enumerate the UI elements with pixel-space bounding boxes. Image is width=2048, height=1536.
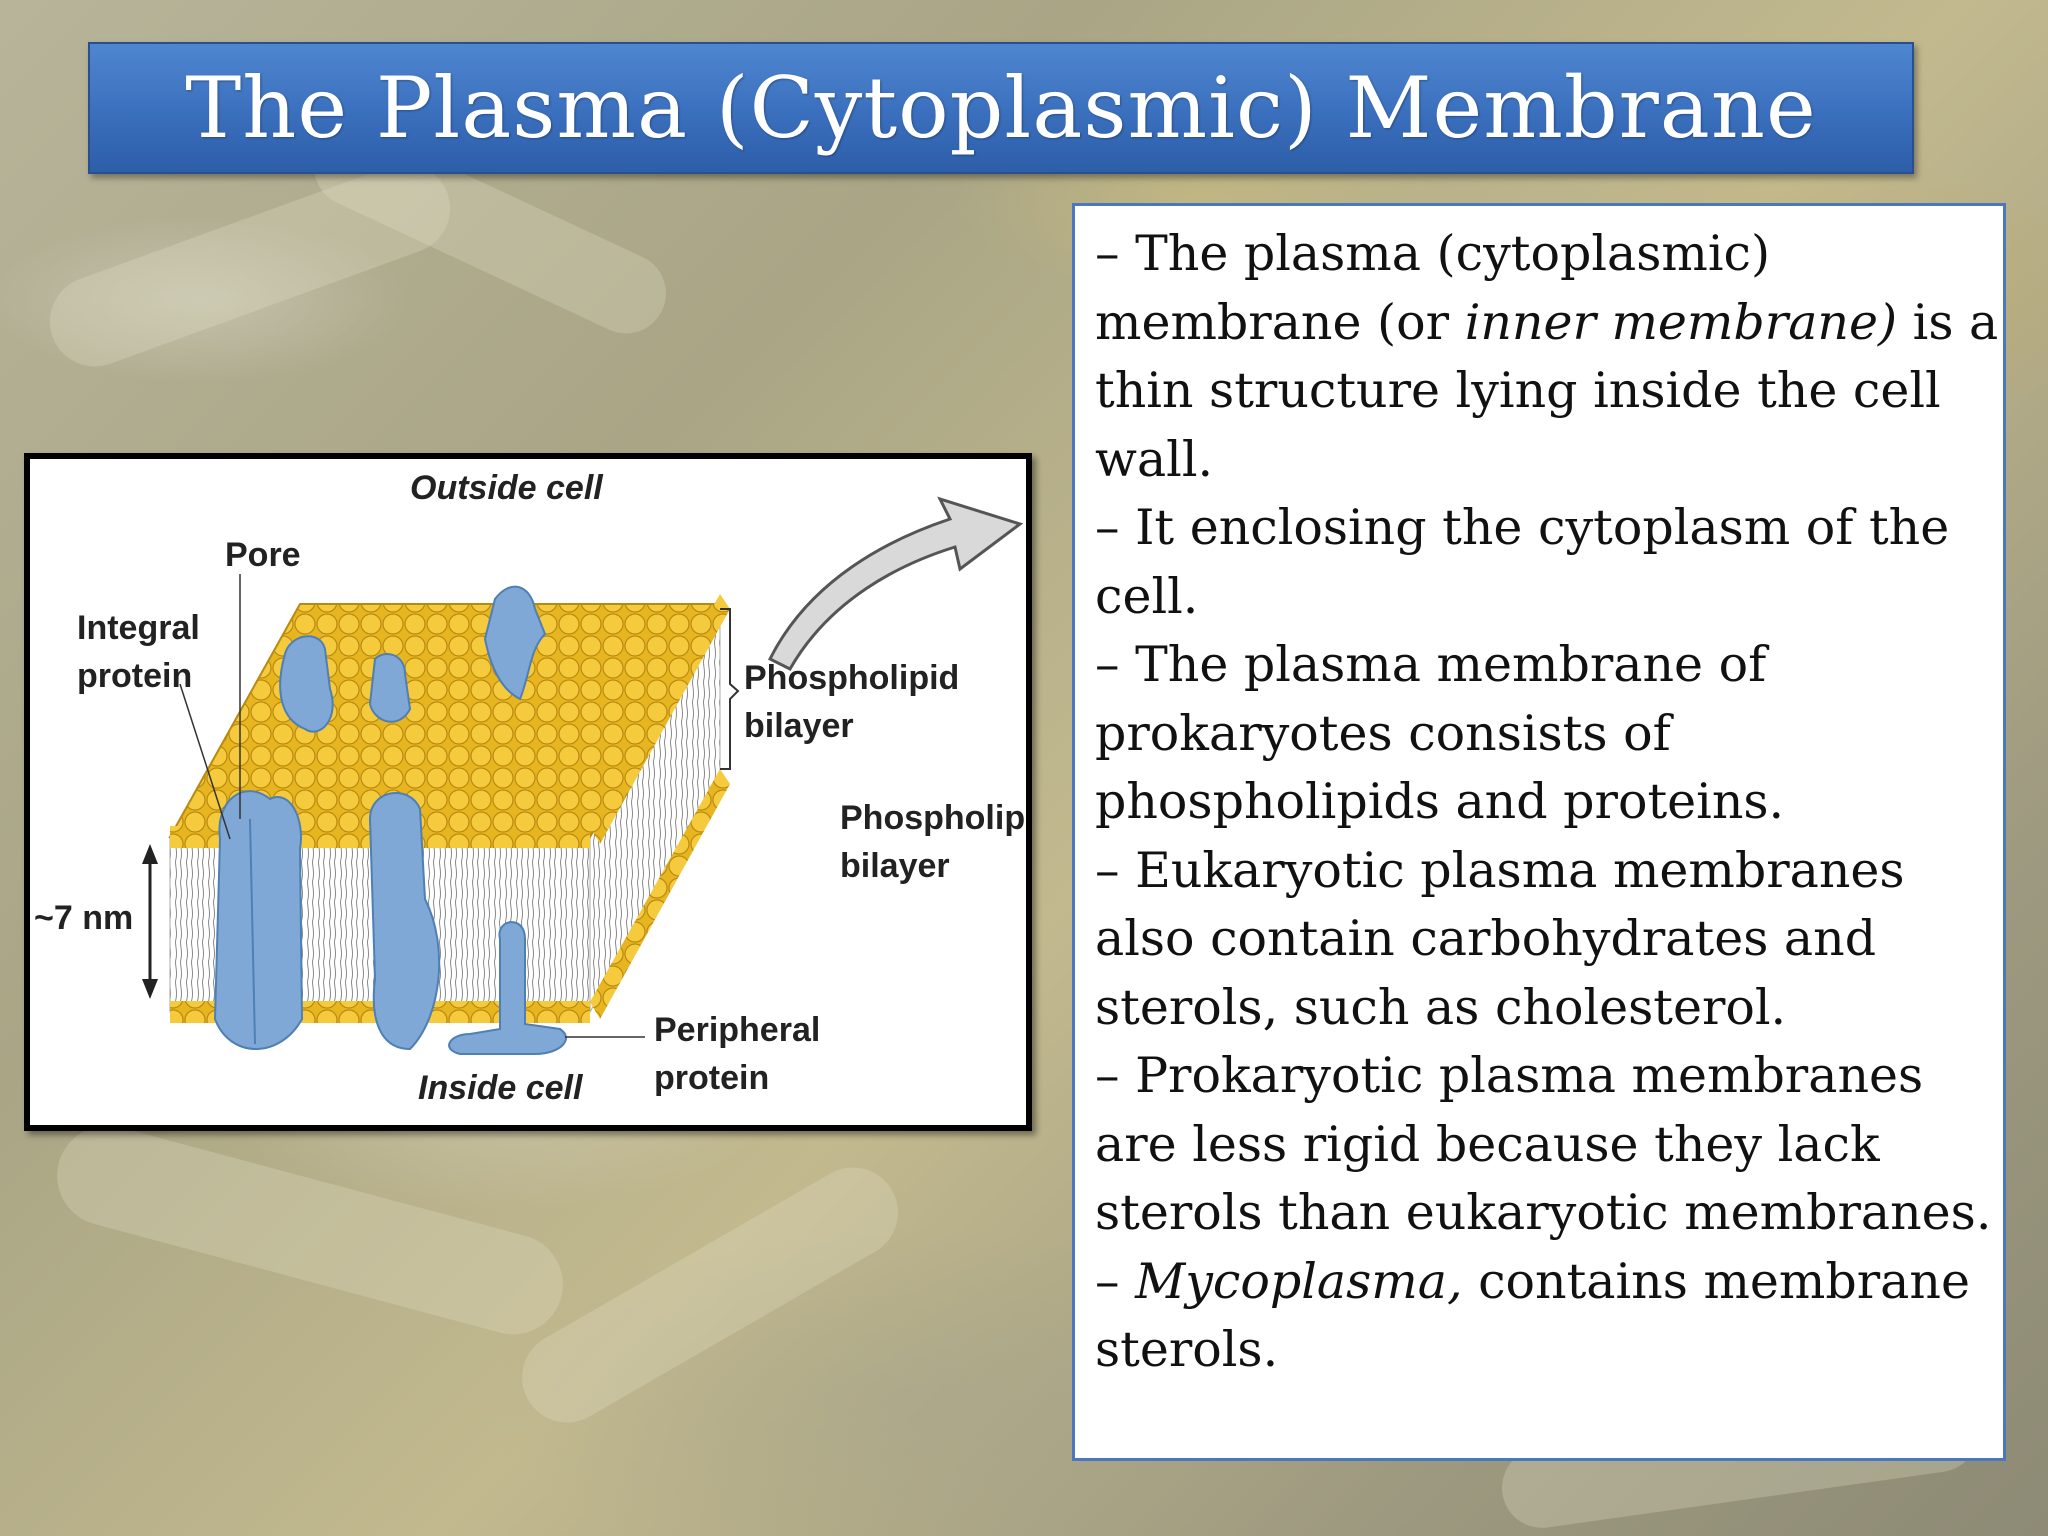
thickness-arrow-up [142, 844, 158, 864]
title-bar: The Plasma (Cytoplasmic) Membrane [88, 42, 1914, 174]
integral-protein [213, 790, 304, 1050]
pore-protein [483, 585, 547, 701]
protein-detail [249, 818, 256, 1045]
slide-title: The Plasma (Cytoplasmic) Membrane [185, 59, 1817, 157]
thickness-arrow-down [142, 979, 158, 999]
text-segment: – The plasma (cytoplasmic) membrane (or [1095, 225, 1771, 351]
leader-line [179, 683, 231, 840]
text-segment: – [1095, 1252, 1136, 1310]
arrow-shape [767, 496, 1024, 671]
text-emphasis: inner membrane) [1464, 293, 1898, 351]
label-phospholipid-bilayer: Phospholipid [744, 659, 959, 697]
background-texture [505, 1151, 915, 1439]
paragraph: – It enclosing the cytoplasm of the cell… [1095, 499, 1950, 625]
membrane-figure: Outside cell Pore Integral protein Phosp… [24, 453, 1032, 1131]
text-emphasis: Mycoplasma, [1135, 1252, 1463, 1310]
paragraph: – The plasma (cytoplasmic) membrane (or … [1095, 220, 2003, 494]
label-peripheral-protein: protein [654, 1059, 769, 1097]
paragraph: – The plasma membrane of prokaryotes con… [1095, 636, 1785, 830]
integral-protein [368, 792, 441, 1051]
text-segment: contains membrane sterols. [1095, 1252, 1970, 1379]
label-pore: Pore [225, 536, 301, 574]
label-phospholipid-bilayer: Phospholipid [840, 799, 1026, 837]
label-thickness: ~7 nm [34, 899, 133, 937]
protein-top [368, 653, 412, 723]
paragraph: – Prokaryotic plasma membranes are less … [1095, 1047, 1992, 1241]
lipid-head-row [590, 769, 730, 1019]
text-box: – The plasma (cytoplasmic) membrane (or … [1072, 203, 2006, 1461]
paragraph: – Eukaryotic plasma membranes also conta… [1095, 841, 1905, 1036]
label-integral-protein: protein [77, 657, 192, 695]
peripheral-protein [448, 921, 567, 1055]
background-texture [45, 1114, 575, 1346]
label-integral-protein: Integral [77, 609, 200, 647]
protein-top [279, 635, 334, 733]
bilayer-bracket [720, 608, 740, 770]
paragraph: – Mycoplasma, contains membrane sterols. [1095, 1248, 2003, 1385]
label-peripheral-protein: Peripheral [654, 1011, 820, 1049]
label-phospholipid-bilayer: bilayer [744, 707, 854, 745]
label-inside-cell: Inside cell [418, 1069, 584, 1107]
lipid-head-row [590, 594, 730, 844]
text-segment: is a thin structure lying inside the cel… [1095, 293, 1999, 488]
membrane-diagram: Outside cell Pore Integral protein Phosp… [34, 469, 1026, 1107]
label-phospholipid-bilayer: bilayer [840, 847, 950, 885]
label-outside-cell: Outside cell [410, 469, 604, 507]
